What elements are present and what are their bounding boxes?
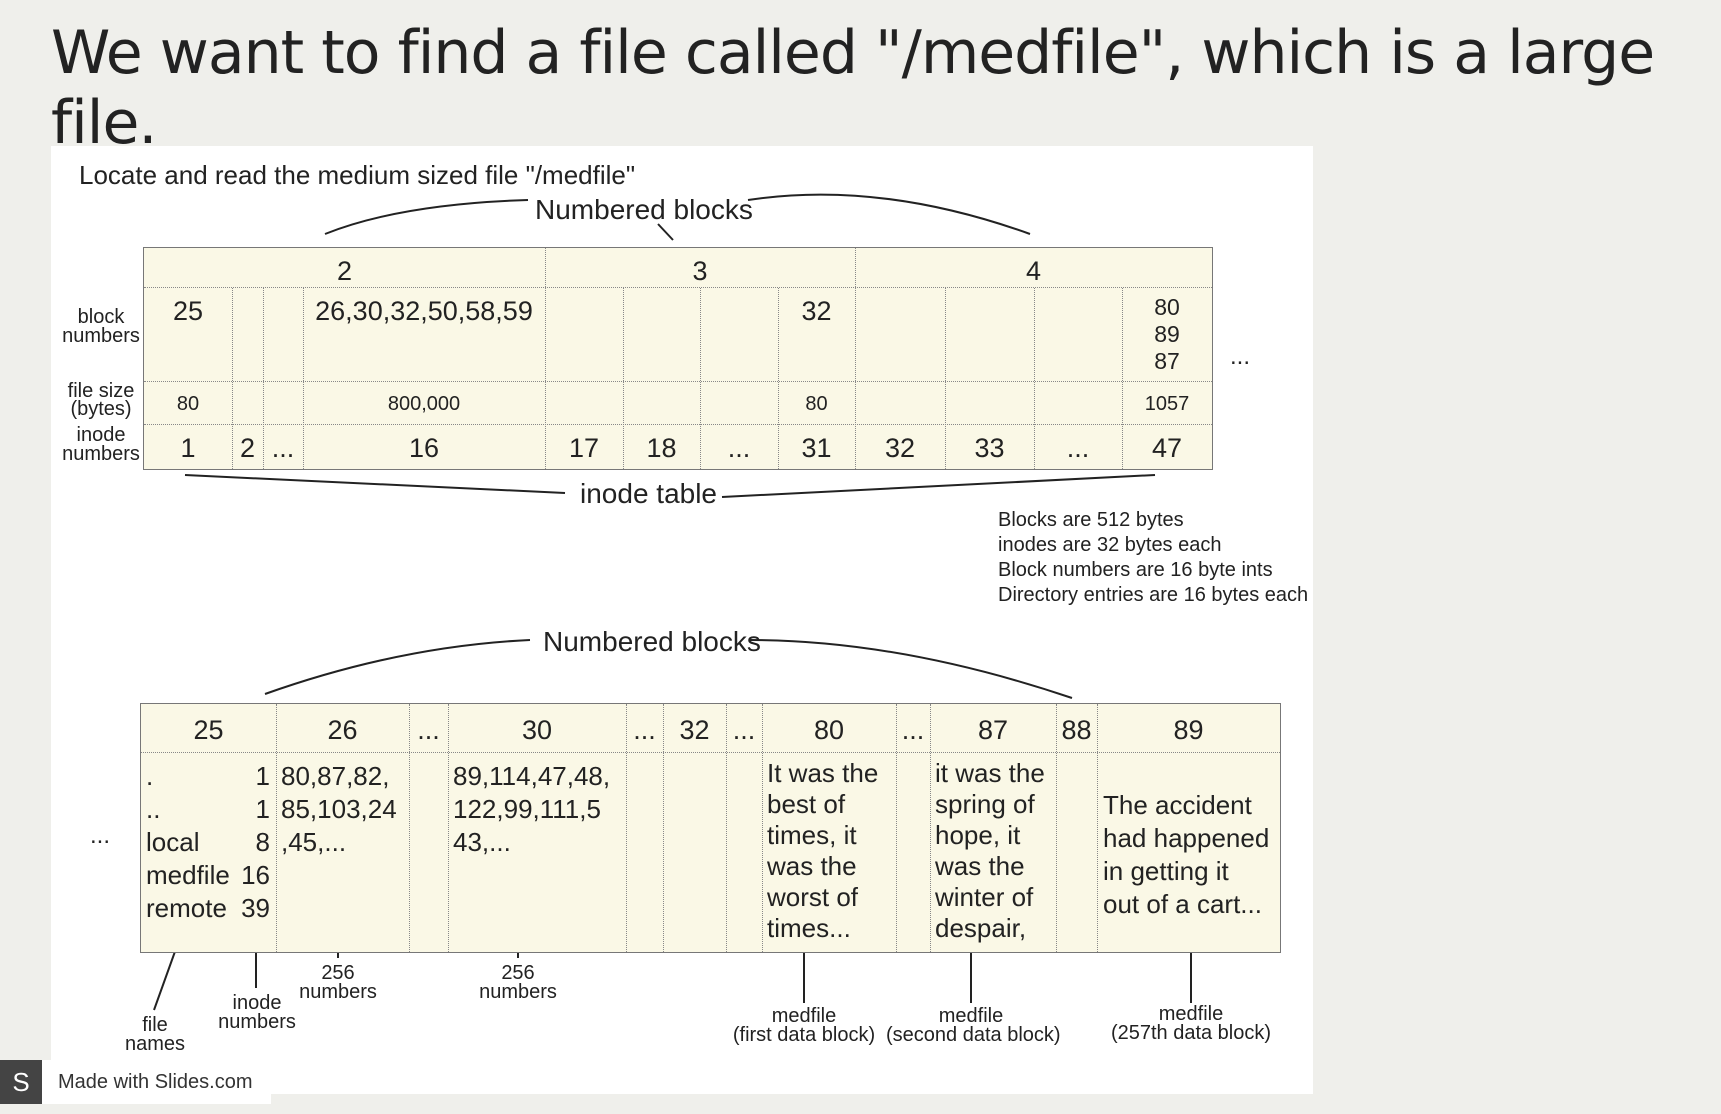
inode-number: 18 (646, 433, 677, 463)
made-with-slides-link[interactable]: Made with Slides.com (58, 1070, 253, 1093)
annotation-medfile-second: medfile(second data block) (886, 1005, 1061, 1046)
dir-entry: .1 (146, 761, 270, 791)
block-30-content: 89,114,47,48, 122,99,111,5 43,... (453, 761, 611, 857)
data-block-header: 89 (1173, 715, 1204, 745)
data-block-header: ... (633, 715, 656, 745)
data-block-header: 26 (327, 715, 358, 745)
data-block-header: 30 (521, 715, 553, 745)
block-80-content: It was the best of times, it was the wor… (767, 758, 879, 943)
inode-number: 32 (884, 433, 916, 463)
notes: Blocks are 512 bytes inodes are 32 bytes… (998, 509, 1309, 606)
top-ellipsis: ... (1230, 343, 1251, 370)
inode-number: 16 (408, 433, 440, 463)
diagram-caption: Locate and read the medium sized file "/… (79, 160, 636, 190)
annotation-medfile-257th: medfile(257th data block) (1110, 1003, 1272, 1044)
inode-number: 17 (568, 433, 600, 463)
inode-16-size: 800,000 (387, 393, 461, 415)
slides-logo-icon: S (0, 1060, 42, 1104)
block-header-2: 2 (336, 256, 353, 286)
bottom-numbered-blocks-label: Numbered blocks (543, 626, 761, 657)
inode-number: ... (727, 433, 751, 463)
slide-title: We want to find a file called "/medfile"… (51, 18, 1655, 158)
inode-number: 33 (974, 433, 1005, 463)
inode-1-size: 80 (176, 393, 200, 415)
block-header-4: 4 (1025, 256, 1042, 286)
inode-number: ... (271, 433, 295, 463)
data-block-header: 25 (193, 715, 224, 745)
data-block-header: 88 (1061, 715, 1092, 745)
bottom-ellipsis: ... (90, 822, 111, 849)
inode-16-blocks: 26,30,32,50,58,59 (315, 296, 533, 326)
block-26-content: 80,87,82, 85,103,24 ,45,... (281, 761, 397, 857)
data-block-header: 32 (679, 715, 710, 745)
inode-number: 31 (801, 433, 832, 463)
data-block-header: ... (901, 715, 925, 745)
inode-31-blocks: 32 (801, 296, 832, 326)
inode-number: ... (1066, 433, 1090, 463)
data-blocks-table (140, 703, 1281, 953)
inode-table-label: inode table (580, 478, 718, 509)
inode-1-blocks: 25 (172, 296, 204, 326)
inode-number: 47 (1151, 433, 1183, 463)
inode-31-size: 80 (805, 393, 828, 415)
inode-number: 2 (239, 433, 256, 463)
dir-entry: ..1 (146, 794, 270, 824)
inode-number: 1 (180, 433, 196, 463)
made-with-slides-badge[interactable]: S Made with Slides.com (0, 1060, 271, 1104)
top-numbered-blocks-label: Numbered blocks (535, 194, 753, 225)
block-header-3: 3 (692, 256, 708, 286)
data-block-header: 80 (813, 715, 845, 745)
block-87-content: it was the spring of hope, it was the wi… (935, 758, 1045, 943)
inode-47-size: 1057 (1144, 393, 1190, 415)
data-block-header: ... (417, 715, 440, 745)
row-label-file-size: file size(bytes) (67, 380, 135, 420)
data-block-header: 87 (977, 715, 1009, 745)
data-block-header: ... (732, 715, 756, 745)
annotation-medfile-first: medfile(first data block) (732, 1005, 876, 1046)
block-89-content: The accident had happened in getting it … (1103, 790, 1270, 919)
